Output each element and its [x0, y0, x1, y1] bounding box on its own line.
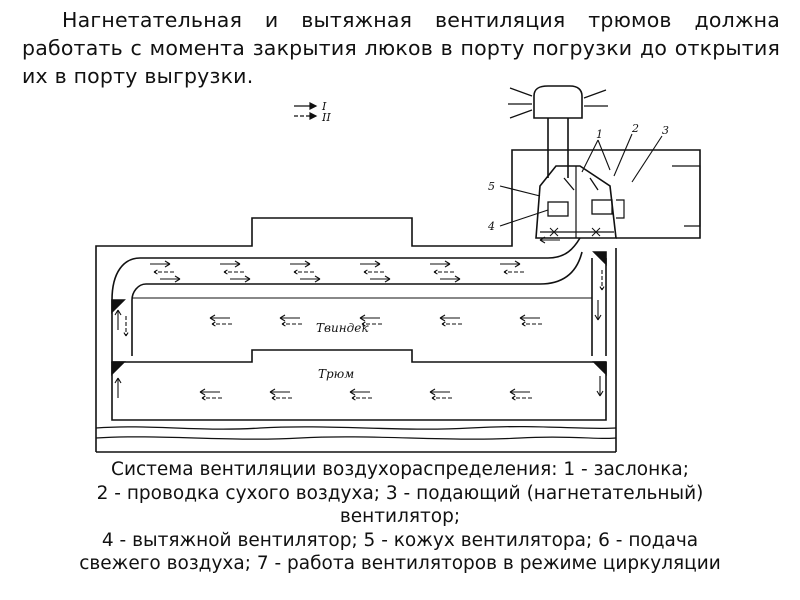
- vent-head: [533, 85, 583, 119]
- tank-top: [95, 425, 617, 430]
- valve-right: [591, 227, 601, 237]
- flow-arrow: [300, 275, 321, 283]
- head-arrow-left-1: [508, 87, 533, 119]
- leader-3: [631, 135, 663, 183]
- flow-arrow: [230, 275, 251, 283]
- damper-1: [563, 177, 599, 191]
- tweendeck-label: Твиндек: [316, 321, 369, 335]
- flow-arrow: [114, 377, 122, 398]
- flow-arrow: [594, 300, 602, 321]
- flow-arrow: [519, 314, 540, 322]
- leader-2: [613, 133, 633, 177]
- flow-arrow: [430, 260, 451, 268]
- flow-arrow: [160, 275, 181, 283]
- flow-arrow: [211, 320, 232, 328]
- flow-arrow: [271, 394, 292, 402]
- flow-arrow: [201, 394, 222, 402]
- corner-fillet-mr: [592, 251, 607, 266]
- callout-4: 4: [487, 220, 495, 233]
- flow-arrow: [503, 268, 524, 276]
- flow-arrow: [351, 394, 372, 402]
- leader-5: [499, 185, 541, 197]
- caption-line-3: вентилятор;: [339, 506, 461, 527]
- flow-arrow: [521, 320, 542, 328]
- caption-line-4: 4 - вытяжной вентилятор; 5 - кожух венти…: [101, 529, 699, 551]
- callout-5: 5: [488, 180, 495, 193]
- flow-arrow: [223, 268, 244, 276]
- leader-4: [499, 209, 549, 227]
- deckhouse-door: [616, 199, 625, 219]
- flow-arrow: [433, 268, 454, 276]
- right-riser: [591, 258, 607, 356]
- tweendeck-duct-top: [140, 237, 581, 259]
- flow-arrow: [293, 268, 314, 276]
- flow-arrow: [209, 314, 230, 322]
- flow-arrow: [596, 376, 604, 397]
- flow-arrows: [114, 236, 606, 402]
- fan-casing: [535, 165, 617, 239]
- tank-top-2: [95, 436, 617, 440]
- caption-line-1: Система вентиляции воздухораспределения:…: [111, 459, 689, 480]
- vent-trunk: [547, 118, 569, 178]
- hold-label: Трюм: [318, 367, 354, 381]
- flow-arrow: [370, 275, 391, 283]
- flow-arrow: [122, 316, 130, 337]
- tweendeck-floor: [111, 349, 606, 363]
- legend-mode-2: II: [321, 111, 331, 124]
- deckhouse: [511, 149, 701, 239]
- flow-arrow: [281, 320, 302, 328]
- left-bend: [111, 257, 147, 301]
- callout-3: 3: [662, 124, 669, 137]
- valve-left: [549, 227, 559, 237]
- exhaust-fan-box: [547, 201, 569, 217]
- flow-arrow: [359, 314, 380, 322]
- caption-line-2: 2 - проводка сухого воздуха; 3 - подающи…: [96, 482, 704, 504]
- flow-arrow: [500, 260, 521, 268]
- flow-arrow: [439, 314, 460, 322]
- flow-arrow: [363, 268, 384, 276]
- figure-caption: Система вентиляции воздухораспределения:…: [8, 458, 792, 576]
- flow-arrow: [361, 320, 382, 328]
- caption-line-5: свежего воздуха; 7 - работа вентиляторов…: [79, 553, 721, 574]
- flow-arrow: [440, 275, 461, 283]
- tweendeck-duct-bottom: [146, 251, 583, 285]
- leader-1: [581, 139, 611, 173]
- flow-arrow: [511, 394, 532, 402]
- callout-2: 2: [631, 122, 639, 135]
- legend-mode-1: I: [321, 100, 327, 113]
- flow-arrow: [441, 320, 462, 328]
- flow-arrow: [279, 314, 300, 322]
- deckhouse-window: [672, 165, 701, 227]
- flow-arrow: [509, 388, 530, 396]
- corner-fillet-ml: [111, 299, 126, 314]
- flow-arrow: [114, 309, 122, 330]
- flow-arrow: [199, 388, 220, 396]
- flow-arrow: [360, 260, 381, 268]
- head-arrow-right-1: [583, 89, 608, 107]
- slide-title: Нагнетательная и вытяжная вентиляция трю…: [22, 6, 780, 90]
- corner-fillet-tr: [592, 361, 607, 376]
- flow-arrow: [598, 270, 606, 291]
- hold-floor: [111, 362, 607, 421]
- flow-arrow: [269, 388, 290, 396]
- supply-fan-box: [591, 199, 613, 215]
- flow-arrow: [153, 268, 174, 276]
- flow-arrow: [150, 260, 171, 268]
- slide-title-text: Нагнетательная и вытяжная вентиляция трю…: [22, 8, 780, 88]
- callout-1: 1: [596, 128, 603, 141]
- flow-arrow: [431, 394, 452, 402]
- flow-arrow: [429, 388, 450, 396]
- flow-arrow: [349, 388, 370, 396]
- corner-fillet-tl: [111, 361, 126, 376]
- flow-arrow: [539, 236, 560, 244]
- flow-arrow: [290, 260, 311, 268]
- flow-arrow: [220, 260, 241, 268]
- deck-outline: [95, 217, 513, 252]
